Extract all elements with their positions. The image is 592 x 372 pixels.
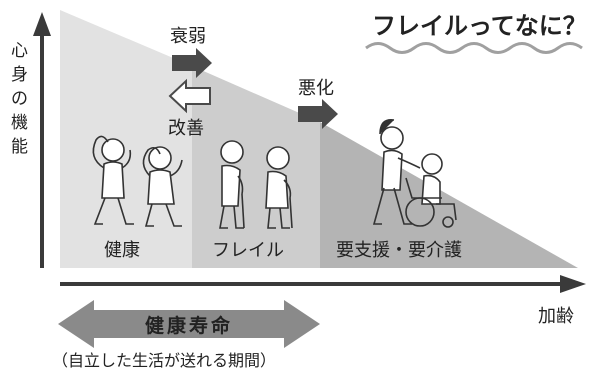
triangle-frailty-region bbox=[192, 66, 320, 268]
x-axis-label: 加齢 bbox=[538, 306, 574, 327]
stage-label-care: 要支援・要介護 bbox=[336, 240, 462, 261]
caregiver-with-wheelchair-icon bbox=[372, 118, 457, 228]
title: フレイルってなに？ bbox=[372, 12, 587, 40]
x-axis-arrowhead bbox=[560, 275, 586, 293]
healthy-life-label: 健康寿命 bbox=[145, 314, 233, 337]
worsen-label: 悪化 bbox=[298, 78, 334, 99]
healthy-life-note: （自立した生活が送れる期間） bbox=[52, 351, 276, 370]
stage-label-healthy: 健康 bbox=[104, 240, 140, 261]
y-axis-label-char: の bbox=[11, 89, 28, 109]
stage-label-frailty: フレイル bbox=[212, 240, 284, 261]
improve-arrow-icon bbox=[168, 78, 211, 114]
y-axis-label-char: 能 bbox=[11, 137, 28, 157]
exercising-elderly-couple-icon bbox=[92, 135, 183, 227]
y-axis-arrowhead bbox=[33, 12, 51, 36]
decline-label: 衰弱 bbox=[170, 26, 206, 47]
worsen-arrow-icon bbox=[298, 99, 338, 129]
improve-label: 改善 bbox=[168, 118, 204, 139]
triangle-healthy-region bbox=[60, 10, 192, 268]
healthy-life-double-arrow bbox=[58, 300, 320, 348]
y-axis-label-char: 機 bbox=[11, 113, 28, 133]
y-axis-label-char: 身 bbox=[11, 65, 28, 85]
decline-arrow-icon bbox=[172, 48, 212, 78]
title-wavy-underline bbox=[365, 42, 583, 54]
y-axis-label-char: 心 bbox=[11, 41, 28, 61]
frail-elderly-couple-with-canes-icon bbox=[219, 140, 293, 229]
